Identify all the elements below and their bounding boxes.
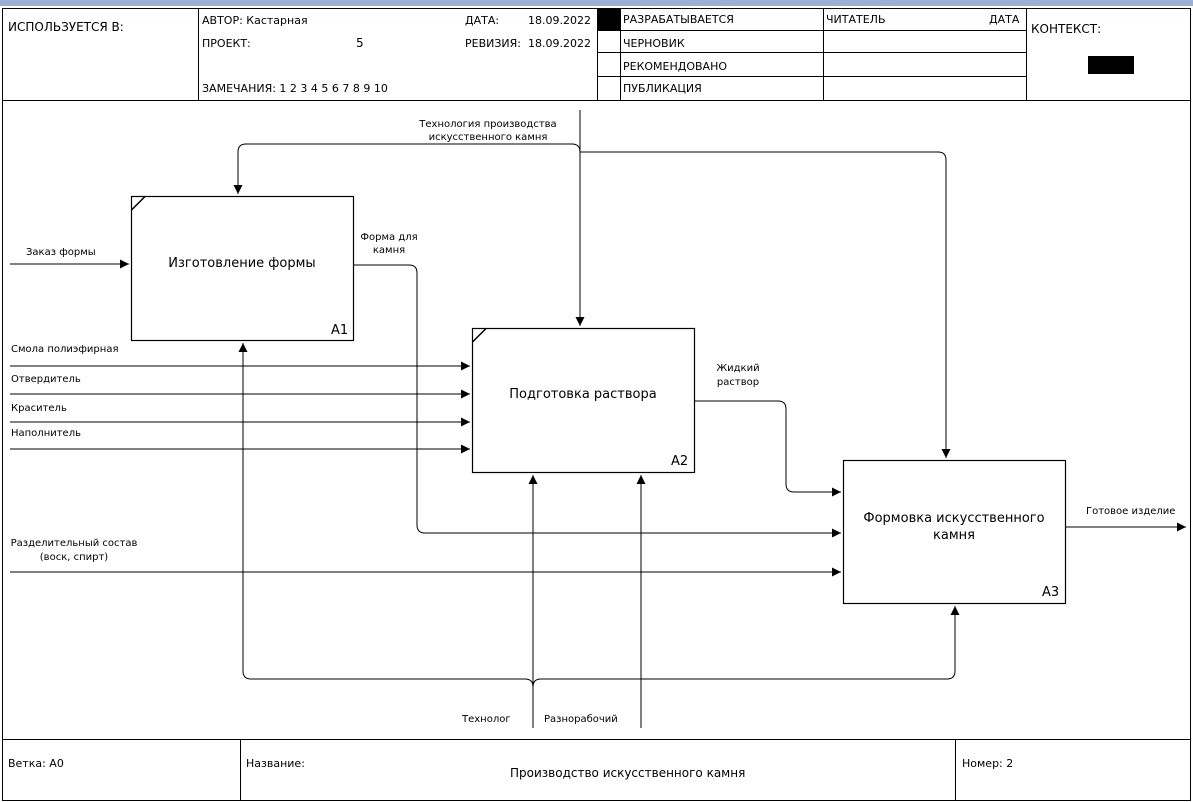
a2-number: A2	[671, 454, 689, 469]
status-publication: ПУБЛИКАЦИЯ	[623, 82, 702, 95]
label-hardener: Отвердитель	[11, 374, 81, 385]
a3-title-line2: камня	[933, 528, 975, 543]
revision-label: РЕВИЗИЯ:	[465, 37, 521, 50]
label-mold-line2: камня	[372, 245, 406, 256]
date-value: 18.09.2022	[528, 14, 591, 27]
header-grid	[198, 8, 1027, 100]
activity-box-a1	[130, 195, 355, 342]
a3-number: A3	[1042, 585, 1060, 600]
arrow-technology-to-a3	[580, 151, 951, 458]
label-technology-line2: искусственного камня	[428, 132, 548, 143]
label-worker: Разнорабочий	[544, 714, 618, 725]
project-value: 5	[356, 36, 364, 50]
arrow-liquid-solution	[695, 400, 841, 497]
label-release-line2: (воск, спирт)	[39, 552, 109, 563]
label-release-line1: Разделительный состав	[10, 538, 138, 549]
revision-value: 18.09.2022	[528, 37, 591, 50]
status-draft: ЧЕРНОВИК	[623, 37, 685, 50]
used-in-label: ИСПОЛЬЗУЕТСЯ В:	[8, 20, 124, 34]
label-resin: Смола полиэфирная	[11, 344, 119, 355]
label-output: Готовое изделие	[1086, 506, 1176, 517]
label-liquid-line2: раствор	[716, 377, 760, 388]
footer-branch: Ветка: A0	[8, 757, 64, 770]
label-filler: Наполнитель	[11, 428, 81, 439]
arrow-technologist-to-a3	[532, 606, 960, 688]
activity-box-a2	[471, 327, 696, 474]
label-liquid-line1: Жидкий	[716, 363, 760, 374]
status-developing-marker	[598, 9, 620, 30]
arrows	[10, 110, 1186, 728]
arrow-technology-to-a1	[233, 143, 581, 194]
reader-date-label: ДАТА	[989, 13, 1020, 26]
footer-grid	[240, 740, 956, 800]
a1-title: Изготовление формы	[168, 256, 316, 271]
a1-number: A1	[331, 323, 349, 338]
label-technology-line1: Технология производства	[419, 119, 557, 130]
date-label: ДАТА:	[465, 14, 500, 27]
footer-number: Номер: 2	[962, 757, 1014, 770]
diagram-frame	[2, 8, 1191, 801]
reader-label: ЧИТАТЕЛЬ	[826, 13, 886, 26]
window-top-bar	[0, 0, 1193, 6]
status-developing: РАЗРАБАТЫВАЕТСЯ	[623, 13, 734, 26]
footer-name-label: Название:	[246, 757, 305, 770]
a2-title: Подготовка раствора	[509, 387, 657, 402]
a3-title-line1: Формовка искусственного	[863, 511, 1045, 526]
author-label: АВТОР: Кастарная	[202, 14, 308, 27]
context-label: КОНТЕКСТ:	[1031, 22, 1102, 36]
context-thumbnail	[1088, 56, 1134, 74]
notes-label: ЗАМЕЧАНИЯ: 1 2 3 4 5 6 7 8 9 10	[202, 82, 388, 95]
activity-box-a3	[842, 459, 1067, 605]
label-mold-line1: Форма для	[360, 232, 418, 243]
status-recommended: РЕКОМЕНДОВАНО	[623, 60, 728, 73]
label-dye: Краситель	[11, 403, 67, 414]
project-label: ПРОЕКТ:	[202, 37, 251, 50]
label-order-form: Заказ формы	[26, 247, 96, 258]
label-technologist: Технолог	[462, 714, 511, 725]
arrow-mold-to-a3	[354, 264, 841, 538]
footer-name-value: Производство искусственного камня	[510, 766, 746, 780]
